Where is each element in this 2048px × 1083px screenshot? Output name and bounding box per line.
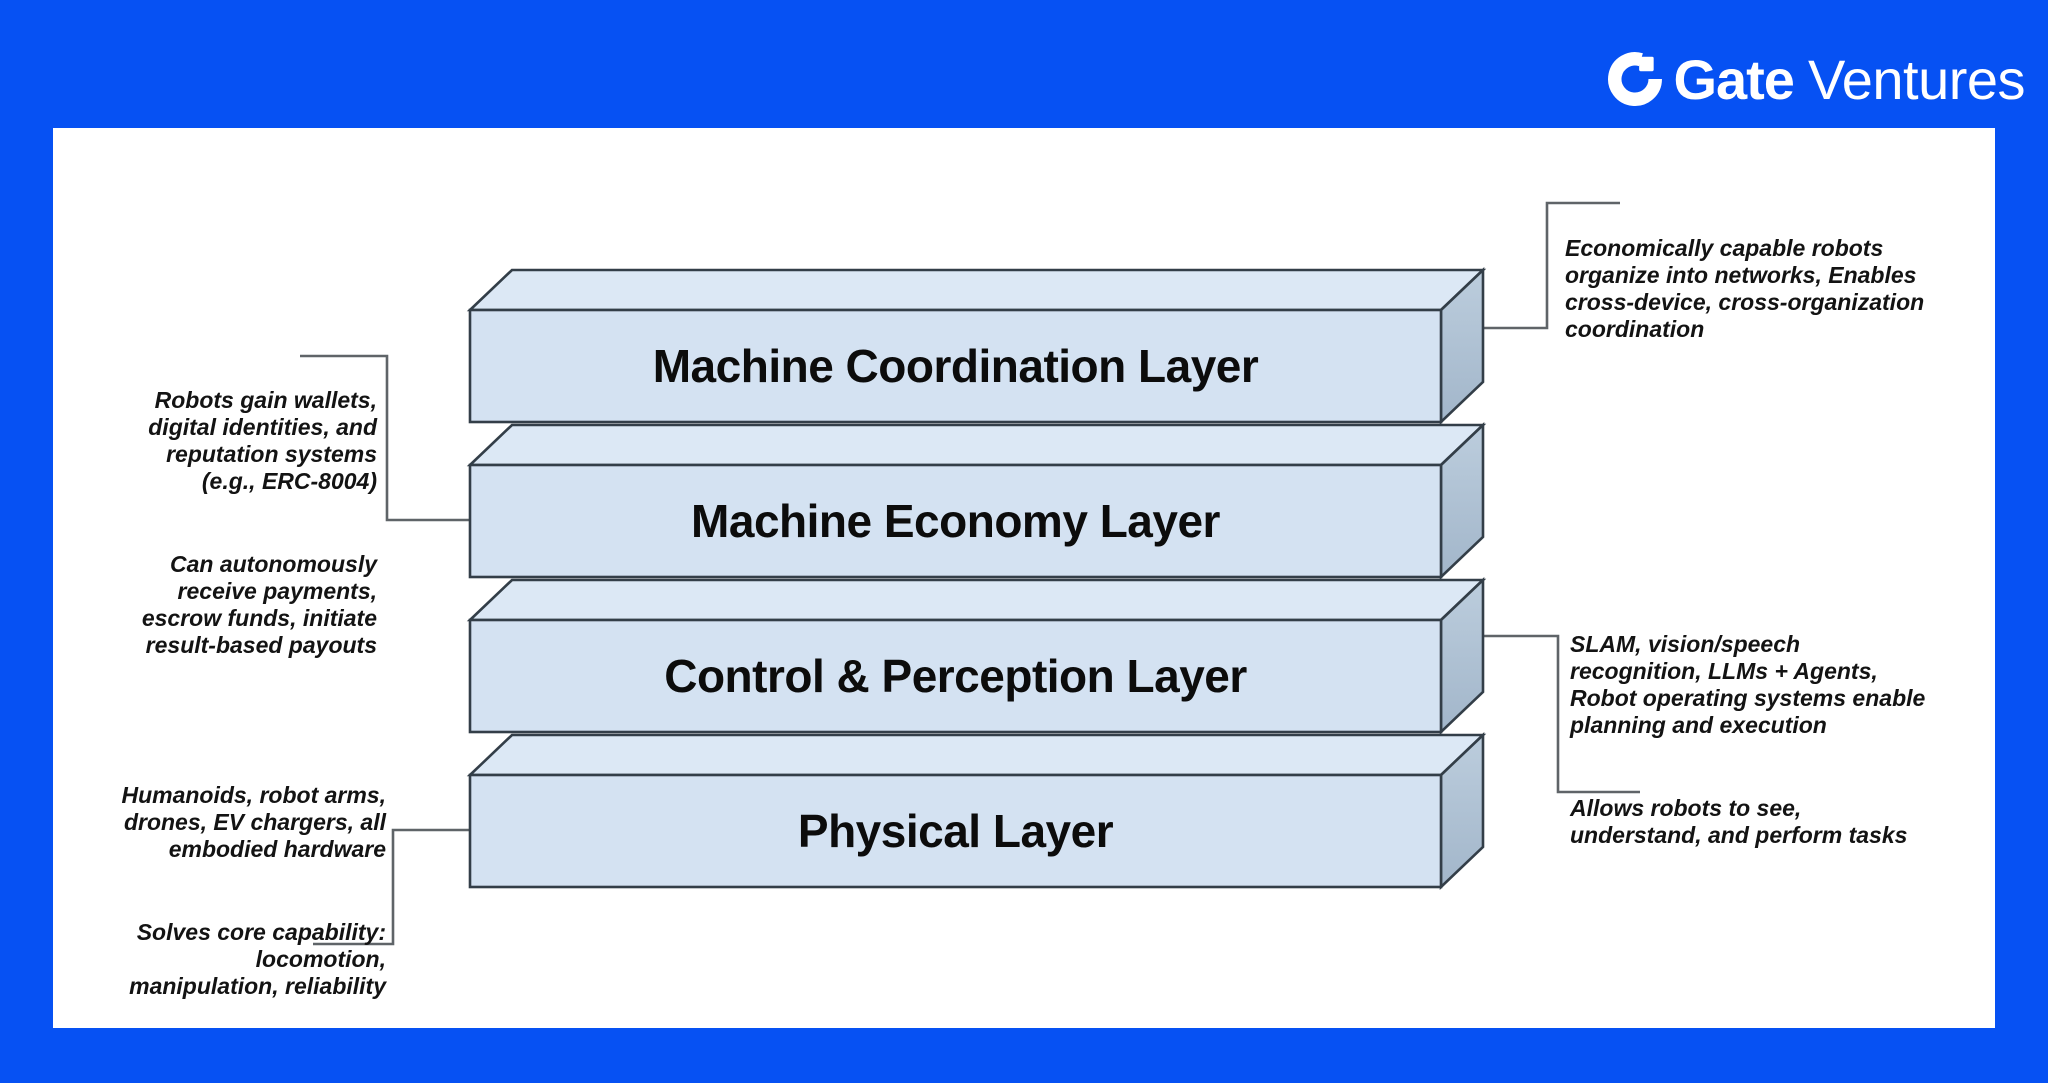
connector-left-bottom [313, 828, 470, 946]
logo-suffix-text: Ventures [1807, 47, 2026, 111]
annotation-paragraph: Solves core capability: locomotion, mani… [129, 919, 386, 999]
annotation-paragraph: SLAM, vision/speech recognition, LLMs + … [1570, 631, 1926, 738]
annotation-control-perception: SLAM, vision/speech recognition, LLMs + … [1570, 604, 1994, 876]
annotation-paragraph: Humanoids, robot arms, drones, EV charge… [121, 782, 386, 862]
connector-right-bottom [1483, 634, 1640, 794]
layer-box-machine-coordination [466, 266, 1487, 426]
connector-right-top [1483, 201, 1620, 330]
layer-box-machine-economy [466, 421, 1487, 581]
layer-box-control-perception [466, 576, 1487, 736]
annotation-machine-economy: Robots gain wallets, digital identities,… [85, 360, 377, 686]
annotation-machine-coordination: Economically capable robots organize int… [1565, 208, 1993, 370]
annotation-paragraph: Economically capable robots organize int… [1565, 235, 1925, 342]
annotation-physical: Humanoids, robot arms, drones, EV charge… [90, 755, 386, 1027]
gate-logo-icon [1608, 52, 1663, 106]
annotation-paragraph: Robots gain wallets, digital identities,… [148, 387, 377, 494]
gate-ventures-logo: Gate Ventures [1607, 47, 2026, 111]
layer-label-machine-economy: Machine Economy Layer [691, 495, 1220, 547]
annotation-paragraph: Allows robots to see, understand, and pe… [1570, 795, 1908, 848]
layer-label-machine-coordination: Machine Coordination Layer [652, 340, 1259, 392]
logo-brand-text: Gate [1673, 47, 1794, 111]
layer-box-physical [466, 731, 1487, 891]
connector-left-top [300, 354, 470, 522]
annotation-paragraph: Can autonomously receive payments, escro… [141, 551, 377, 658]
layer-label-control-perception: Control & Perception Layer [664, 650, 1247, 702]
gate-logo-square [1639, 56, 1655, 72]
layer-label-physical: Physical Layer [797, 805, 1114, 857]
